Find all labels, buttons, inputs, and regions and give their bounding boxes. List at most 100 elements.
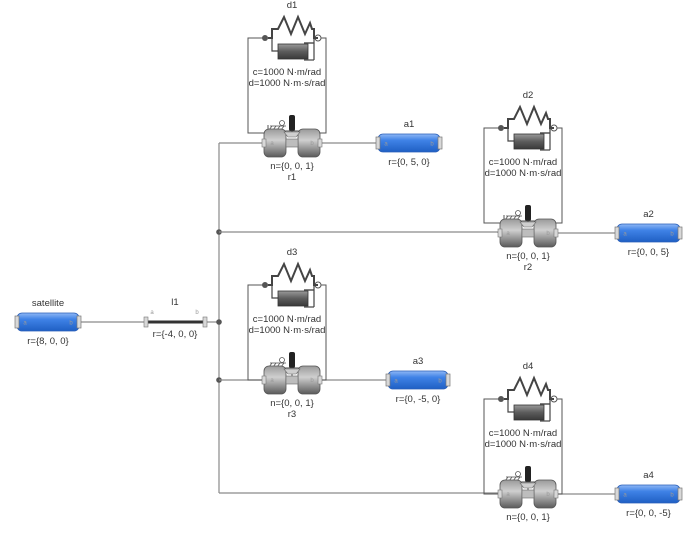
bus-to-revolute-wire xyxy=(219,492,499,494)
flange-a-icon[interactable] xyxy=(498,396,504,402)
d3-spring-damper-damping: d=1000 N·m·s/rad xyxy=(249,325,326,336)
d1-spring-damper-name: d1 xyxy=(287,0,298,11)
frame-b-port[interactable] xyxy=(76,315,82,329)
damper-rod xyxy=(271,38,278,52)
frame-a-port[interactable] xyxy=(385,373,391,387)
d2-spring-damper-stiffness: c=1000 N·m/rad xyxy=(489,157,557,168)
damper-icon xyxy=(277,290,309,307)
frame-a-port[interactable] xyxy=(261,375,267,385)
frame-b-port[interactable] xyxy=(445,373,451,387)
d4-spring-damper-name: d4 xyxy=(523,361,534,372)
port-b-label: b xyxy=(546,231,550,237)
support-port-icon[interactable] xyxy=(279,357,285,363)
flange-a-icon[interactable] xyxy=(262,35,268,41)
frame-b-port[interactable] xyxy=(553,228,559,238)
flange-a-icon[interactable] xyxy=(498,125,504,131)
axis-flange-icon[interactable] xyxy=(289,115,295,131)
port-b-label: b xyxy=(195,310,199,316)
port-a-label: a xyxy=(623,493,627,499)
frame-a-port[interactable] xyxy=(614,487,620,501)
d1-spring-damper-damping: d=1000 N·m·s/rad xyxy=(249,78,326,89)
shaft xyxy=(285,138,299,148)
d2-spring-damper-name: d2 xyxy=(523,90,534,101)
d3-spring-damper-stiffness: c=1000 N·m/rad xyxy=(253,314,321,325)
cylinder-a xyxy=(263,128,287,158)
spring-icon xyxy=(268,261,318,286)
l1-name: l1 xyxy=(171,297,178,308)
bearing xyxy=(283,368,301,375)
frame-a-port[interactable] xyxy=(497,228,503,238)
r1-revolute-name: r1 xyxy=(288,172,296,183)
d4-spring-damper-damping: d=1000 N·m·s/rad xyxy=(485,439,562,450)
a4-body-param: r={0, 0, -5} xyxy=(626,508,671,519)
damper-rod xyxy=(507,128,514,142)
port-a-label: a xyxy=(270,378,274,384)
d2-spring-damper-damping: d=1000 N·m·s/rad xyxy=(485,168,562,179)
cylinder-a xyxy=(499,479,523,509)
frame-b-port[interactable] xyxy=(202,316,208,328)
port-b-label: b xyxy=(430,142,434,148)
cylinder-b xyxy=(533,479,557,509)
r3-revolute-axis: n={0, 0, 1} xyxy=(270,398,314,409)
frame-b-port[interactable] xyxy=(677,487,683,501)
frame-a-port[interactable] xyxy=(497,489,503,499)
frame-b-port[interactable] xyxy=(437,136,443,150)
port-a-label: a xyxy=(506,492,510,498)
frame-b-port[interactable] xyxy=(553,489,559,499)
port-b-label: b xyxy=(546,492,550,498)
cylinder-a xyxy=(499,218,523,248)
r1-revolute-axis: n={0, 0, 1} xyxy=(270,161,314,172)
axis-flange-icon[interactable] xyxy=(525,466,531,482)
a3-body-param: r={0, -5, 0} xyxy=(396,394,441,405)
port-a-label: a xyxy=(270,141,274,147)
frame-a-port[interactable] xyxy=(143,316,149,328)
frame-b-port[interactable] xyxy=(677,226,683,240)
bearing xyxy=(519,482,537,489)
damper-icon xyxy=(277,43,309,60)
flange-a-icon[interactable] xyxy=(262,282,268,288)
spring-icon xyxy=(504,104,554,129)
frame-b-port[interactable] xyxy=(317,138,323,148)
support-port-icon[interactable] xyxy=(515,471,521,477)
frame-b-port[interactable] xyxy=(317,375,323,385)
r4-revolute-axis: n={0, 0, 1} xyxy=(506,512,550,523)
satellite-body-name: satellite xyxy=(32,298,64,309)
port-a-label: a xyxy=(506,231,510,237)
port-a-label: a xyxy=(150,310,154,316)
frame-a-port[interactable] xyxy=(261,138,267,148)
damper-icon xyxy=(513,133,545,150)
damper-icon xyxy=(513,404,545,421)
bearing xyxy=(283,131,301,138)
spring-icon xyxy=(504,375,554,400)
support-port-icon[interactable] xyxy=(279,120,285,126)
shaft xyxy=(285,375,299,385)
junction-dot xyxy=(216,319,222,325)
l1-fixed-translation[interactable]: l1 a b r={-4, 0, 0} xyxy=(143,297,208,340)
frame-a-port[interactable] xyxy=(14,315,20,329)
port-a-label: a xyxy=(394,379,398,385)
support-port-icon[interactable] xyxy=(515,210,521,216)
cylinder-b xyxy=(297,128,321,158)
shaft xyxy=(521,228,535,238)
frame-a-port[interactable] xyxy=(375,136,381,150)
cylinder-b xyxy=(297,365,321,395)
r4-revolute[interactable]: a b n={0, 0, 1} xyxy=(497,466,559,523)
damper-rod xyxy=(271,285,278,299)
frame-a-port[interactable] xyxy=(614,226,620,240)
axis-flange-icon[interactable] xyxy=(289,352,295,368)
l1-param: r={-4, 0, 0} xyxy=(153,329,198,340)
axis-flange-icon[interactable] xyxy=(525,205,531,221)
bus-to-revolute-wire xyxy=(219,231,499,233)
